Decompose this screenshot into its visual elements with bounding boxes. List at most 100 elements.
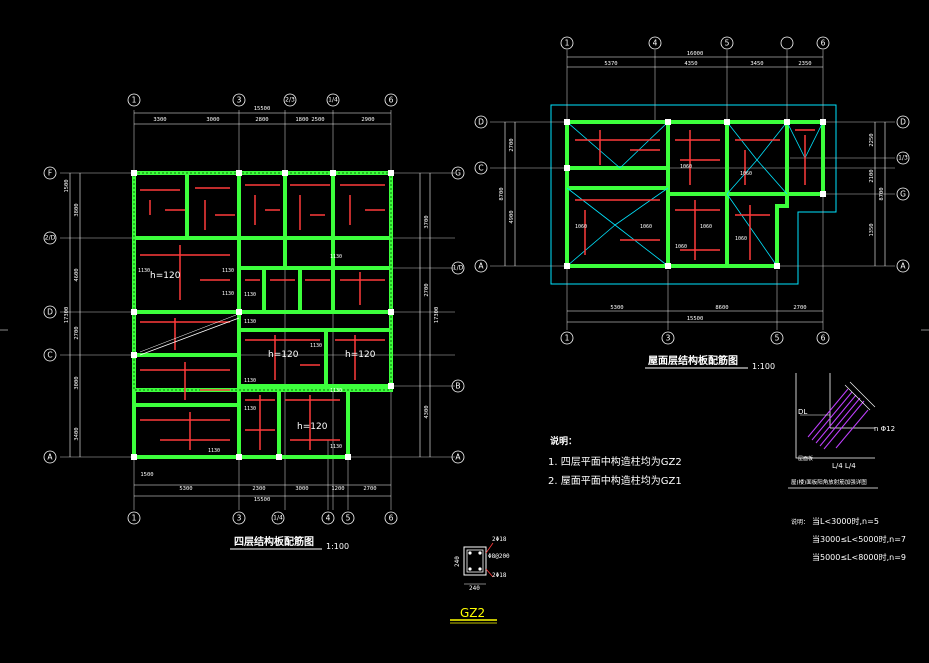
rule-3: 当5000≤L<8000时,n=9 — [812, 552, 906, 562]
right-plan-title: 屋面层结构板配筋图 — [648, 354, 738, 367]
roof-slab-plan[interactable]: 1060 1060 1060 1060 1060 1060 1060 16000… — [474, 36, 910, 371]
axis-label: 1/D — [453, 265, 464, 272]
rebar-label: 1060 — [640, 224, 652, 230]
dim-top: 3000 — [206, 117, 219, 123]
dim-right-total: 17300 — [434, 307, 440, 324]
dim-bottom: 8600 — [715, 305, 728, 311]
axis-label: D — [478, 118, 484, 127]
rebar-label: 1060 — [675, 244, 687, 250]
dim-bottom: 2300 — [252, 486, 265, 492]
slab-label-1: h=120 — [150, 271, 181, 281]
dim-right: 2250 — [869, 133, 875, 146]
axis-label: 1 — [565, 334, 570, 343]
axis-label: 1 — [132, 96, 137, 105]
dim-left-total: 17300 — [64, 307, 70, 324]
axis-label: 5 — [775, 334, 780, 343]
column-gz2-detail[interactable]: 2Φ18 Φ8@200 2Φ18 240 240 GZ2 — [450, 536, 510, 624]
rebar-label: 1130 — [222, 291, 234, 297]
notes-block: 说明： 1. 四层平面中构造柱均为GZ2 2. 屋面平面中构造柱均为GZ1 — [548, 435, 682, 487]
rebar-label: 1130 — [138, 268, 150, 274]
axis-label: 3 — [237, 514, 242, 523]
corner-label: 屋面板 — [798, 455, 813, 462]
axis-label: D — [47, 308, 53, 317]
dim-bottom: 2700 — [793, 305, 806, 311]
slab-label-2: h=120 — [268, 350, 299, 360]
dim-left: 3000 — [74, 376, 80, 389]
dim-left: 1500 — [64, 179, 70, 192]
dim-top: 3450 — [750, 61, 763, 67]
dim-left: 4600 — [74, 268, 80, 281]
axis-label: A — [478, 262, 484, 271]
slab-label-3: h=120 — [345, 350, 376, 360]
rebar-label: 1130 — [310, 343, 322, 349]
axis-label: 6 — [389, 96, 394, 105]
axis-label: C — [47, 351, 52, 360]
rebar-label: 1060 — [680, 164, 692, 170]
dim-top: 2900 — [361, 117, 374, 123]
left-plan-title: 四层结构板配筋图 — [234, 535, 314, 548]
axis-label: 1/4 — [273, 515, 283, 522]
rebar-label: 1130 — [330, 444, 342, 450]
rebar-label: 1130 — [208, 448, 220, 454]
axis-label: G — [455, 169, 461, 178]
rebar-label: 1130 — [244, 406, 256, 412]
note-line-1: 1. 四层平面中构造柱均为GZ2 — [548, 455, 682, 468]
axis-label: 6 — [821, 39, 826, 48]
dim-top: 1800 — [295, 117, 308, 123]
dim-bottom: 1200 — [331, 486, 344, 492]
axis-label: D — [900, 118, 906, 127]
rebar-label: 1060 — [575, 224, 587, 230]
corner-rebar-detail[interactable]: DL n Φ12 L/4 L/4 屋面板 屋(楼)面板阳角放射筋加强详图 说明：… — [788, 373, 906, 562]
gz2-stirrup: Φ8@200 — [488, 553, 510, 560]
axis-label: 1/4 — [328, 97, 338, 104]
rule-1: 当L<3000时,n=5 — [812, 516, 879, 526]
rebar-label: 1130 — [330, 254, 342, 260]
corner-ratio: L/4 L/4 — [832, 462, 856, 470]
dim-bottom: 5300 — [610, 305, 623, 311]
dim-total-top: 16000 — [687, 51, 704, 57]
dim-extra: 1500 — [140, 472, 153, 478]
axis-label: 2/3 — [285, 97, 295, 104]
axis-label: 6 — [821, 334, 826, 343]
axis-label: A — [47, 453, 53, 462]
dim-top: 3300 — [153, 117, 166, 123]
gz2-height: 240 — [454, 556, 461, 567]
dim-total-top: 15500 — [254, 106, 271, 112]
rule-title: 说明： — [791, 518, 809, 526]
axis-label: 1/3 — [898, 155, 908, 162]
left-plan-scale: 1:100 — [326, 542, 349, 551]
axis-label: 6 — [389, 514, 394, 523]
dim-left: 2700 — [74, 326, 80, 339]
axis-label: 2/D — [45, 235, 56, 242]
rule-2: 当3000≤L<5000时,n=7 — [812, 534, 906, 544]
rebar-label: 1130 — [330, 388, 342, 394]
axis-label: 1 — [565, 39, 570, 48]
dim-left: 3800 — [74, 203, 80, 216]
corner-n: n Φ12 — [874, 425, 895, 433]
dim-bottom: 2700 — [363, 486, 376, 492]
dim-top: 5370 — [604, 61, 617, 67]
dim-right: 4300 — [424, 405, 430, 418]
fourth-floor-slab-plan[interactable]: h=120 h=120 h=120 h=120 1130 1130 1130 1… — [43, 93, 465, 551]
right-plan-scale: 1:100 — [752, 362, 775, 371]
notes-heading: 说明： — [550, 435, 577, 447]
note-line-2: 2. 屋面平面中构造柱均为GZ1 — [548, 474, 682, 487]
axis-label: G — [900, 190, 906, 199]
rebar-label: 1130 — [244, 378, 256, 384]
dim-total-bottom: 15500 — [687, 316, 704, 322]
dim-right: 3700 — [424, 215, 430, 228]
rebar-label: 1130 — [222, 268, 234, 274]
dim-left-total: 8700 — [499, 187, 505, 200]
rebar-label: 1060 — [700, 224, 712, 230]
axis-label: A — [900, 262, 906, 271]
axis-label: B — [455, 382, 460, 391]
axis-label: 5 — [725, 39, 730, 48]
dim-right: 2100 — [869, 169, 875, 182]
axis-label: A — [455, 453, 461, 462]
dim-left: 3400 — [74, 427, 80, 440]
axis-label: 5 — [346, 514, 351, 523]
dim-top: 2500 — [311, 117, 324, 123]
dim-bottom: 5300 — [179, 486, 192, 492]
